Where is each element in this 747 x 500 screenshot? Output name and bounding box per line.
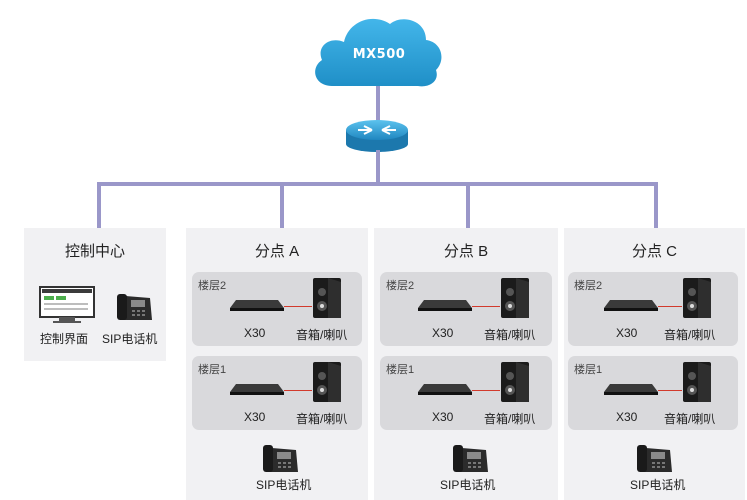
site-b-title: 分点 B (443, 243, 489, 260)
phone-icon (637, 445, 672, 472)
drop-site-c (654, 182, 658, 228)
speaker-label: 音箱/喇叭 (664, 412, 716, 426)
x30-device-icon (604, 300, 658, 311)
site-phone-label: SIP电话机 (630, 478, 686, 492)
phone-icon (263, 445, 298, 472)
control-center-panel: 控制中心 控制界面 SIP电话机 (24, 228, 166, 361)
phone-icon (117, 294, 152, 320)
device-label: X30 (616, 410, 638, 424)
speaker-label: 音箱/喇叭 (296, 328, 348, 342)
speaker-icon (501, 278, 529, 318)
site-c-floor-2: 楼层2 X30 音箱/喇叭 (568, 272, 738, 346)
control-phone-label: SIP电话机 (102, 332, 158, 346)
device-label: X30 (616, 326, 638, 340)
speaker-icon (683, 278, 711, 318)
floor-label: 楼层2 (386, 280, 415, 292)
site-phone-label: SIP电话机 (256, 478, 312, 492)
device-label: X30 (244, 410, 266, 424)
cloud-icon (315, 18, 442, 87)
site-a-floor-2: 楼层2 X30 音箱/喇叭 (192, 272, 362, 346)
speaker-label: 音箱/喇叭 (484, 412, 536, 426)
x30-device-icon (418, 384, 472, 395)
phone-icon (453, 445, 488, 472)
trunk-connector (376, 150, 380, 184)
site-c-title: 分点 C (631, 243, 677, 260)
device-label: X30 (244, 326, 266, 340)
site-c-panel: 分点 C 楼层2 X30 音箱/喇叭 楼层1 X30 音箱/喇叭 SIP电话机 (564, 228, 745, 500)
audio-link (658, 390, 682, 391)
x30-device-icon (230, 384, 284, 395)
drop-site-a (280, 182, 284, 228)
x30-device-icon (230, 300, 284, 311)
floor-label: 楼层1 (574, 364, 603, 376)
audio-link (472, 390, 500, 391)
floor-label: 楼层1 (386, 364, 415, 376)
audio-link (284, 390, 312, 391)
device-label: X30 (432, 410, 454, 424)
x30-device-icon (418, 300, 472, 311)
site-phone-label: SIP电话机 (440, 478, 496, 492)
drop-site-b (466, 182, 470, 228)
uplink-connector (376, 86, 380, 122)
cloud-label: MX500 (352, 47, 406, 62)
speaker-label: 音箱/喇叭 (664, 328, 716, 342)
speaker-icon (683, 362, 711, 402)
audio-link (284, 306, 312, 307)
distribution-bus (97, 182, 657, 186)
device-label: X30 (432, 326, 454, 340)
audio-link (472, 306, 500, 307)
floor-label: 楼层1 (198, 364, 227, 376)
site-a-floor-1: 楼层1 X30 音箱/喇叭 (192, 356, 362, 430)
floor-label: 楼层2 (198, 280, 227, 292)
speaker-label: 音箱/喇叭 (296, 412, 348, 426)
floor-label: 楼层2 (574, 280, 603, 292)
audio-link (658, 306, 682, 307)
site-a-panel: 分点 A 楼层2 X30 音箱/喇叭 楼层1 X30 音箱/喇叭 SIP电话机 (186, 228, 368, 500)
speaker-icon (501, 362, 529, 402)
speaker-icon (313, 278, 341, 318)
x30-device-icon (604, 384, 658, 395)
site-c-floor-1: 楼层1 X30 音箱/喇叭 (568, 356, 738, 430)
site-b-floor-2: 楼层2 X30 音箱/喇叭 (380, 272, 552, 346)
speaker-icon (313, 362, 341, 402)
router-icon (346, 120, 408, 152)
site-b-panel: 分点 B 楼层2 X30 音箱/喇叭 楼层1 X30 音箱/喇叭 SIP电话机 (374, 228, 558, 500)
site-b-floor-1: 楼层1 X30 音箱/喇叭 (380, 356, 552, 430)
control-center-title: 控制中心 (64, 243, 125, 260)
speaker-label: 音箱/喇叭 (484, 328, 536, 342)
monitor-icon (39, 286, 95, 323)
site-a-title: 分点 A (254, 243, 300, 260)
drop-control-center (97, 182, 101, 228)
control-ui-label: 控制界面 (40, 332, 89, 346)
